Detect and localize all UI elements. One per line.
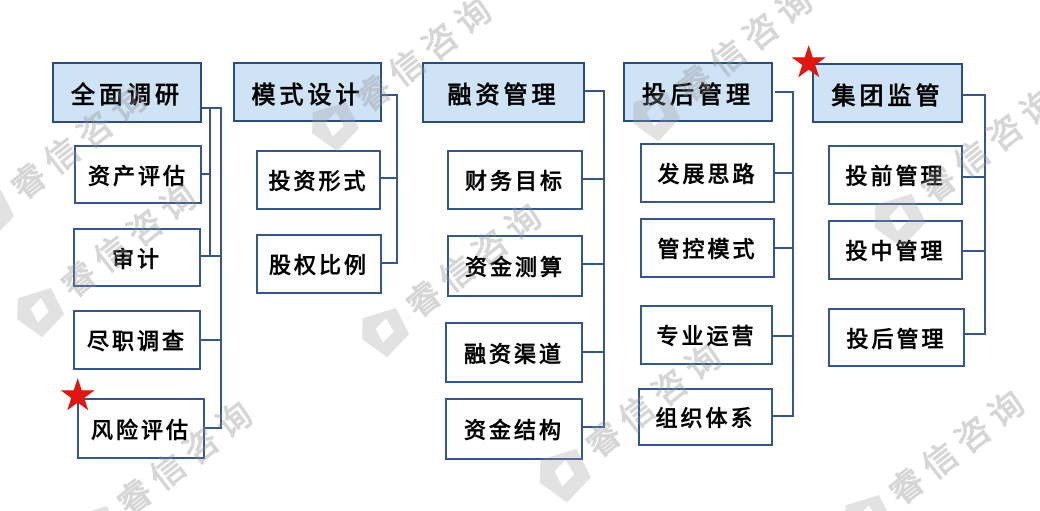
process-box-professional-operations: 专业运营: [640, 305, 773, 365]
connector-line: [201, 339, 221, 341]
ruixin-logo-icon: [17, 287, 65, 338]
connector-line: [381, 177, 397, 179]
box-label: 专业运营: [656, 324, 757, 350]
box-label: 资金结构: [463, 418, 564, 444]
connector-line: [984, 94, 986, 335]
star-icon: ★: [58, 370, 98, 421]
connector-line: [220, 107, 222, 429]
connector-line: [963, 94, 986, 96]
process-box-financing-channels: 融资渠道: [445, 322, 583, 383]
connector-line: [583, 351, 604, 353]
connector-line: [381, 94, 398, 96]
connector-line: [583, 178, 604, 180]
star-icon: ★: [789, 37, 829, 88]
box-label: 审计: [111, 246, 162, 273]
header-label: 全面调研: [71, 80, 183, 109]
process-box-asset-evaluation: 资产评估: [74, 145, 202, 204]
box-label: 尽职调查: [86, 329, 187, 355]
column-header-financing-management: 融资管理: [422, 62, 585, 123]
connector-line: [205, 427, 222, 429]
box-label: 管控模式: [657, 237, 758, 263]
box-label: 风险评估: [90, 417, 191, 444]
box-label: 融资渠道: [463, 341, 564, 368]
box-label: 投后管理: [846, 326, 947, 353]
connector-line: [396, 94, 398, 264]
watermark-text: 睿信咨询: [881, 378, 1039, 511]
process-box-financial-goals: 财务目标: [447, 150, 583, 210]
connector-line: [963, 176, 985, 178]
process-box-investment-form: 投资形式: [256, 150, 381, 210]
process-box-post-investment-management: 投后管理: [828, 308, 965, 367]
connector-line: [583, 263, 604, 265]
connector-line: [775, 247, 793, 249]
box-label: 组织体系: [655, 406, 756, 432]
process-box-due-diligence: 尽职调查: [73, 310, 201, 370]
process-box-capital-structure: 资金结构: [445, 398, 583, 460]
ruixin-logo-icon: [845, 494, 893, 511]
box-label: 发展思路: [657, 162, 758, 188]
connector-line: [603, 90, 605, 428]
box-label: 股权比例: [268, 253, 369, 279]
header-label: 模式设计: [251, 79, 364, 109]
process-box-control-model: 管控模式: [640, 218, 775, 278]
box-label: 资产评估: [87, 163, 188, 190]
column-header-research: 全面调研: [52, 62, 202, 123]
connector-line: [585, 90, 605, 92]
connector-line: [775, 91, 794, 93]
process-box-pre-investment-management: 投前管理: [828, 145, 963, 205]
connector-line: [773, 335, 793, 337]
connector-line: [209, 107, 211, 257]
connector-line: [775, 172, 793, 174]
process-box-audit: 审计: [73, 228, 201, 287]
box-label: 投资形式: [268, 169, 369, 195]
header-label: 投后管理: [642, 79, 754, 109]
process-box-risk-assessment: 风险评估: [77, 398, 205, 459]
process-box-mid-investment-management: 投中管理: [828, 220, 963, 280]
ruixin-logo-icon: [362, 307, 410, 358]
process-box-organizational-system: 组织体系: [638, 388, 773, 446]
header-label: 融资管理: [447, 80, 560, 109]
process-box-equity-ratio: 股权比例: [256, 234, 382, 294]
connector-line: [382, 262, 397, 264]
connector-line: [583, 426, 604, 428]
process-box-development-ideas: 发展思路: [640, 143, 775, 203]
watermark: 睿信咨询: [833, 372, 1040, 511]
process-box-capital-calculation: 资金测算: [447, 235, 583, 297]
ruixin-logo-icon: [0, 189, 15, 240]
connector-line: [773, 415, 793, 417]
connector-line: [202, 173, 211, 175]
ruixin-logo-icon: [73, 505, 121, 511]
box-label: 投中管理: [845, 239, 946, 265]
connector-line: [965, 333, 985, 335]
box-label: 财务目标: [464, 169, 565, 195]
connector-line: [792, 91, 794, 417]
connector-line: [963, 250, 985, 252]
column-header-post-investment: 投后管理: [623, 62, 773, 122]
column-header-group-supervision: 集团监管: [812, 63, 963, 123]
box-label: 资金测算: [464, 255, 565, 281]
header-label: 集团监管: [831, 80, 944, 110]
column-header-model-design: 模式设计: [233, 62, 382, 122]
connector-line: [202, 107, 222, 109]
box-label: 投前管理: [845, 164, 946, 190]
connector-line: [201, 255, 221, 257]
